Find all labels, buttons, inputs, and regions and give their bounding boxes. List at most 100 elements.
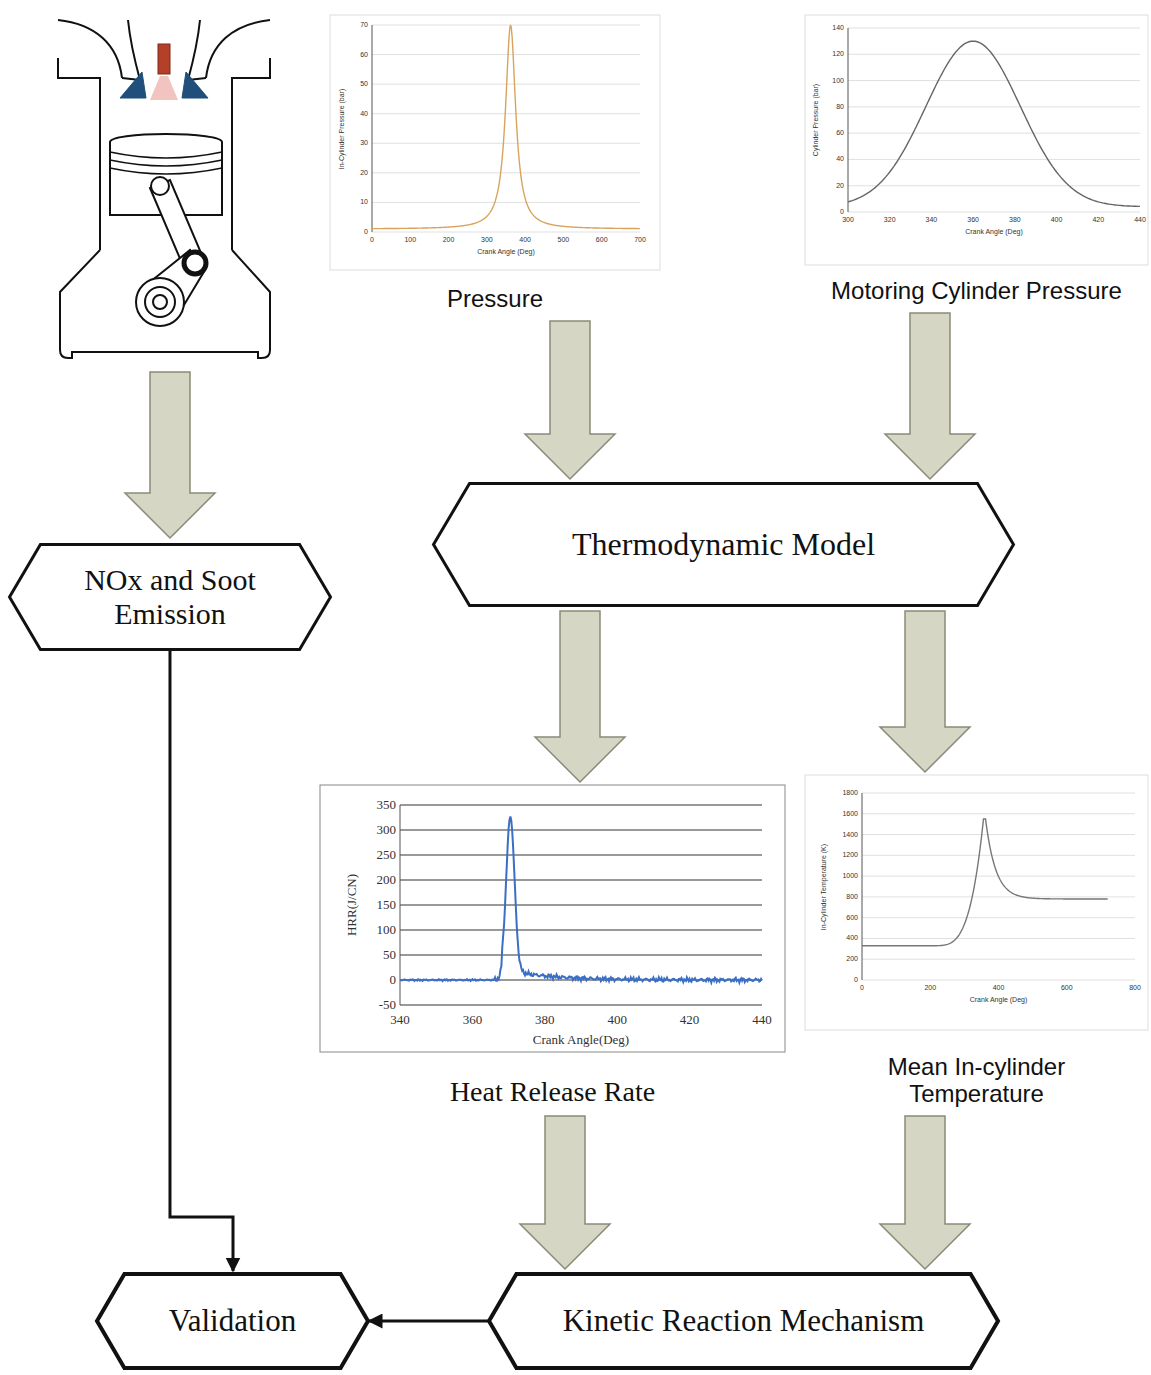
line-chart [805, 775, 1148, 1030]
chart-graphics [320, 15, 1148, 1052]
chart-caption: Motoring Cylinder Pressure [831, 277, 1122, 305]
axis-tick-label: 440 [752, 1013, 772, 1027]
axis-tick-label: 360 [967, 216, 979, 224]
axis-title: In-Cylinder Temperature (K) [820, 843, 828, 929]
grid-line [862, 917, 1135, 918]
axis-tick-label: -50 [379, 998, 396, 1012]
grid-line [848, 28, 1140, 29]
axis-tick-label: 200 [443, 236, 455, 244]
block-arrow [880, 611, 970, 772]
grid-line [400, 829, 762, 830]
grid-line [848, 106, 1140, 107]
grid-line [848, 80, 1140, 81]
crankshaft [153, 295, 167, 309]
grid-line [862, 896, 1135, 897]
axis-tick-label: 40 [360, 110, 368, 118]
grid-line [862, 980, 1135, 981]
axis-tick-label: 120 [832, 50, 844, 58]
chart-frame [330, 15, 660, 270]
flow-arrow [369, 1320, 488, 1323]
axis-tick-label: 400 [607, 1013, 627, 1027]
axis-tick-label: 300 [481, 236, 493, 244]
axis-tick-label: 1800 [842, 789, 858, 797]
axis-tick-label: 800 [1129, 984, 1141, 992]
axis-tick-label: 0 [390, 973, 397, 987]
grid-line [862, 855, 1135, 856]
crankshaft [145, 287, 175, 317]
crankcase [60, 250, 270, 358]
chart-frame [320, 785, 785, 1052]
block-arrow [520, 1116, 610, 1269]
line-chart [330, 15, 660, 270]
axis-line [862, 793, 863, 980]
chart-frame [805, 15, 1148, 265]
injector [158, 44, 170, 74]
axis-tick-label: 440 [1134, 216, 1146, 224]
axis-tick-label: 200 [846, 955, 858, 963]
axis-tick-label: 200 [924, 984, 936, 992]
axis-tick-label: 500 [558, 236, 570, 244]
axis-tick-label: 50 [383, 948, 396, 962]
data-curve [372, 25, 640, 229]
line-chart [320, 785, 785, 1052]
axis-tick-label: 20 [360, 169, 368, 177]
intake-port [58, 20, 122, 78]
axis-line [372, 25, 373, 232]
valve [182, 72, 208, 98]
chart-frame [805, 775, 1148, 1030]
node-label: Validation [169, 1303, 296, 1339]
chart-caption: Pressure [447, 285, 543, 313]
axis-tick-label: 300 [842, 216, 854, 224]
axis-tick-label: 420 [1092, 216, 1104, 224]
block-arrow [535, 611, 625, 782]
grid-line [862, 938, 1135, 939]
valve [120, 72, 146, 98]
axis-line [400, 805, 401, 1005]
axis-tick-label: 600 [1061, 984, 1073, 992]
process-hexagon: Thermodynamic Model [432, 482, 1015, 607]
axis-tick-label: 340 [390, 1013, 410, 1027]
chart-panel: Motoring Cylinder Pressure [805, 15, 1148, 309]
grid-line [848, 159, 1140, 160]
axis-tick-label: 0 [860, 984, 864, 992]
grid-line [372, 25, 640, 26]
axis-tick-label: 0 [840, 208, 844, 216]
grid-line [372, 113, 640, 114]
cylinder-wall [232, 58, 270, 250]
chart-panel: Pressure [330, 15, 660, 317]
flow-arrow [170, 651, 233, 1271]
crank-pin [184, 252, 206, 274]
axis-tick-label: 0 [370, 236, 374, 244]
axis-tick-label: 60 [836, 129, 844, 137]
block-arrow [525, 321, 615, 479]
axis-tick-label: 320 [884, 216, 896, 224]
axis-tick-label: 400 [993, 984, 1005, 992]
axis-tick-label: 380 [535, 1013, 555, 1027]
axis-tick-label: 420 [680, 1013, 700, 1027]
chart-caption: Mean In-cylinder Temperature [862, 1053, 1092, 1108]
axis-tick-label: 100 [832, 77, 844, 85]
grid-line [862, 959, 1135, 960]
axis-title: Cylinder Pressure (bar) [812, 84, 820, 156]
grid-line [400, 929, 762, 930]
grid-line [400, 954, 762, 955]
piston-ring [110, 152, 222, 174]
grid-line [372, 172, 640, 173]
block-arrow [880, 1116, 970, 1269]
axis-tick-label: 10 [360, 199, 368, 207]
axis-title: Crank Angle (Deg) [477, 248, 535, 256]
axis-tick-label: 200 [377, 873, 397, 887]
axis-tick-label: 30 [360, 139, 368, 147]
axis-tick-label: 250 [377, 848, 397, 862]
axis-tick-label: 400 [846, 935, 858, 943]
crankshaft [136, 278, 184, 326]
grid-line [400, 1004, 762, 1005]
grid-line [848, 212, 1140, 213]
wrist-pin [151, 177, 169, 195]
axis-tick-label: 800 [846, 893, 858, 901]
grid-line [400, 854, 762, 855]
axis-title: Crank Angle (Deg) [970, 996, 1028, 1004]
